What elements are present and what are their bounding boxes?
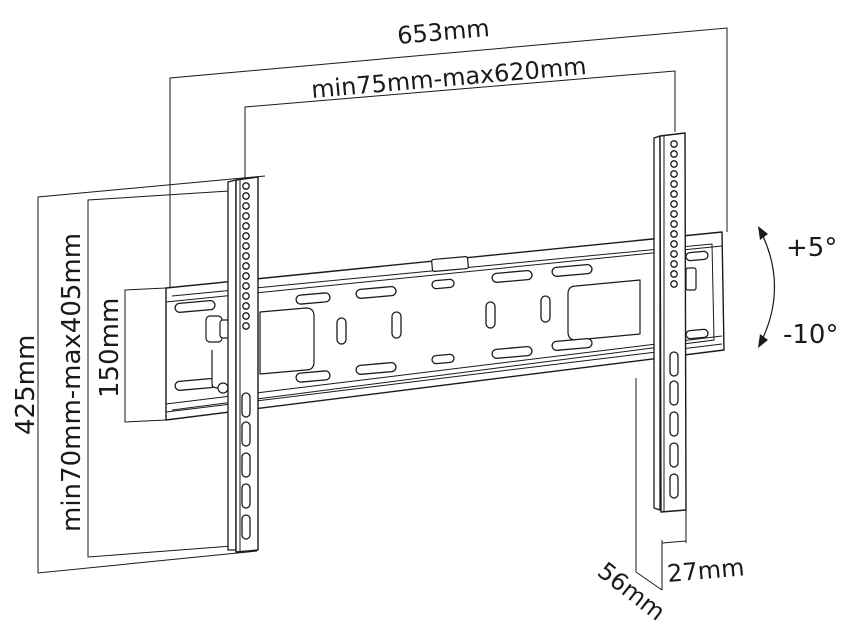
tilt-knob (205, 315, 231, 389)
plate-slots-top (174, 250, 709, 313)
left-arm (227, 176, 259, 553)
label-overall-height: 425mm (11, 335, 41, 435)
right-arm (653, 132, 697, 513)
dim-line-overall-width (169, 27, 728, 290)
label-depth-min: 27mm (666, 553, 745, 588)
right-knob-icon (685, 267, 697, 291)
plate-slots-vertical (336, 295, 551, 345)
label-overall-width: 653mm (396, 14, 491, 50)
dim-line-depth-min (661, 540, 687, 544)
label-tilt-up: +5° (786, 233, 837, 263)
bolt-icon (217, 382, 229, 394)
dim-line-overall-height (37, 175, 266, 574)
dim-line-vesa-horizontal (244, 70, 676, 178)
plate-slots-bottom (174, 328, 709, 391)
label-depth-max: 56mm (592, 557, 670, 627)
dimension-lines (37, 27, 728, 591)
dim-line-depth-diagonal (635, 571, 663, 591)
right-arm-slots (669, 351, 679, 499)
dim-line-vesa-vertical (87, 189, 246, 558)
tilt-arrow-icon (758, 226, 775, 348)
label-plate-height: 150mm (95, 298, 125, 398)
left-arm-holes (242, 182, 250, 330)
label-vesa-vertical: min70mm-max405mm (57, 233, 87, 532)
left-arm-slots (241, 392, 251, 540)
label-tilt-down: -10° (783, 320, 838, 350)
label-vesa-horizontal: min75mm-max620mm (310, 52, 587, 104)
right-arm-holes (670, 140, 678, 288)
dim-line-plate-height (124, 287, 167, 423)
